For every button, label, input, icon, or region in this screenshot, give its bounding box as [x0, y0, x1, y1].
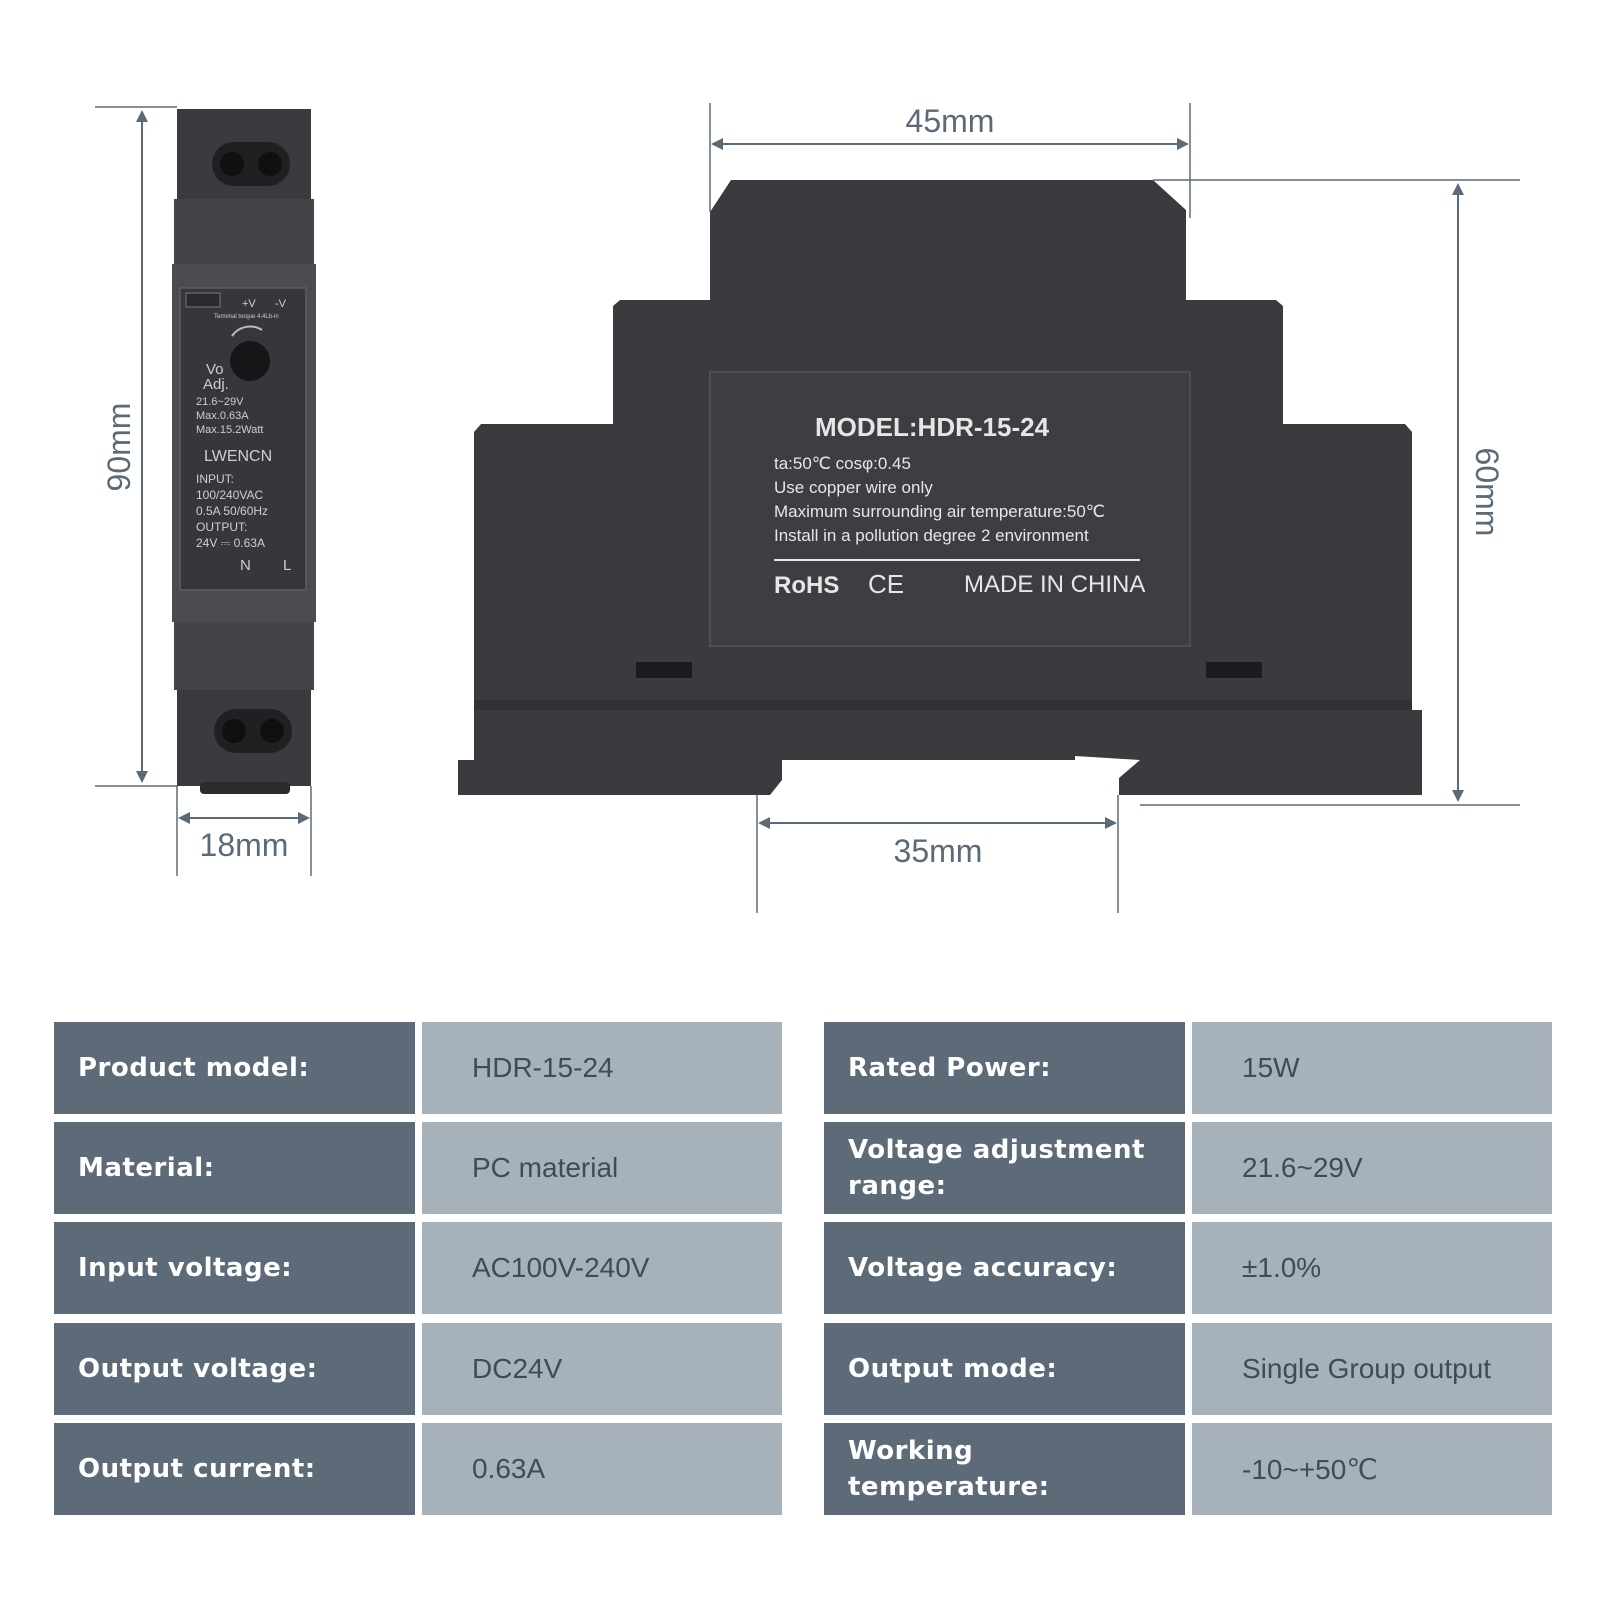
side-vo: Vo — [206, 361, 224, 378]
spec-label: Rated Power: — [824, 1022, 1185, 1114]
spec-label: Material: — [54, 1122, 415, 1214]
spec-value: 21.6~29V — [1192, 1122, 1552, 1214]
side-input-v: 100/240VAC — [196, 488, 263, 502]
side-input-a: 0.5A 50/60Hz — [196, 504, 268, 518]
dim-label-18mm: 18mm — [200, 827, 289, 863]
side-n: N — [240, 557, 251, 574]
dim-label-45mm: 45mm — [906, 103, 995, 139]
spec-value: ±1.0% — [1192, 1222, 1552, 1314]
dimension-60mm: 60mm — [1140, 179, 1520, 806]
voltage-adjust-knob-icon — [230, 341, 270, 381]
front-label-panel — [709, 371, 1191, 647]
spec-row: Product model: HDR-15-24 Rated Power: 15… — [54, 1022, 1552, 1114]
dimension-90mm: 90mm — [95, 106, 177, 787]
spec-value: Single Group output — [1192, 1323, 1552, 1415]
spec-value: HDR-15-24 — [422, 1022, 782, 1114]
spec-label: Voltage accuracy: — [824, 1222, 1185, 1314]
side-torque: Terminal torque 4.4Lb-in — [214, 314, 279, 320]
dim-label-90mm: 90mm — [101, 403, 137, 492]
front-view-device: MODEL:HDR-15-24 ta:50℃ cosφ:0.45 Use cop… — [458, 180, 1422, 795]
spec-label: Output mode: — [824, 1323, 1185, 1415]
spec-value: AC100V-240V — [422, 1222, 782, 1314]
side-max-a: Max.0.63A — [196, 410, 249, 422]
side-l: L — [283, 557, 291, 574]
dimension-45mm: 45mm — [709, 103, 1191, 218]
spec-row: Output voltage: DC24V Output mode: Singl… — [54, 1323, 1552, 1415]
front-line-4: Install in a pollution degree 2 environm… — [774, 526, 1089, 545]
dimension-35mm: 35mm — [756, 795, 1119, 913]
dim-label-35mm: 35mm — [894, 833, 983, 869]
spec-row: Output current: 0.63A Working temperatur… — [54, 1423, 1552, 1515]
spec-label: Voltage adjustment range: — [824, 1122, 1185, 1214]
spec-row: Material: PC material Voltage adjustment… — [54, 1122, 1552, 1214]
spec-value: -10~+50℃ — [1192, 1423, 1552, 1515]
front-line-3: Maximum surrounding air temperature:50℃ — [774, 502, 1105, 521]
front-model: MODEL:HDR-15-24 — [815, 412, 1050, 442]
front-made-in: MADE IN CHINA — [964, 571, 1145, 598]
spec-label: Working temperature: — [824, 1423, 1185, 1515]
ce-mark-icon: CE — [868, 569, 904, 599]
front-line-2: Use copper wire only — [774, 478, 933, 497]
side-plus-v: +V — [242, 298, 256, 310]
spec-row: Input voltage: AC100V-240V Voltage accur… — [54, 1222, 1552, 1314]
side-minus-v: -V — [275, 298, 287, 310]
spec-label: Product model: — [54, 1022, 415, 1114]
spec-value: 15W — [1192, 1022, 1552, 1114]
product-dimension-diagram: +V -V Terminal torque 4.4Lb-in Vo Adj. 2… — [95, 103, 1520, 913]
spec-value: DC24V — [422, 1323, 782, 1415]
bottom-terminal-screws-icon — [214, 709, 292, 753]
spec-label: Output current: — [54, 1423, 415, 1515]
top-terminal-screws-icon — [212, 142, 290, 186]
spec-label: Output voltage: — [54, 1323, 415, 1415]
side-range: 21.6~29V — [196, 396, 244, 408]
dimension-18mm: 18mm — [176, 786, 312, 876]
spec-value: 0.63A — [422, 1423, 782, 1515]
dim-label-60mm: 60mm — [1469, 448, 1505, 537]
front-line-1: ta:50℃ cosφ:0.45 — [774, 454, 911, 473]
spec-label: Input voltage: — [54, 1222, 415, 1314]
side-input-title: INPUT: — [196, 472, 234, 486]
rohs-mark-icon: RoHS — [774, 572, 839, 599]
side-output-title: OUTPUT: — [196, 520, 247, 534]
side-adj: Adj. — [203, 376, 229, 393]
spec-value: PC material — [422, 1122, 782, 1214]
side-max-w: Max.15.2Watt — [196, 424, 263, 436]
side-brand: LWENCN — [204, 448, 272, 465]
side-output-v: 24V ⎓ 0.63A — [196, 536, 265, 550]
side-view-device: +V -V Terminal torque 4.4Lb-in Vo Adj. 2… — [172, 109, 316, 794]
